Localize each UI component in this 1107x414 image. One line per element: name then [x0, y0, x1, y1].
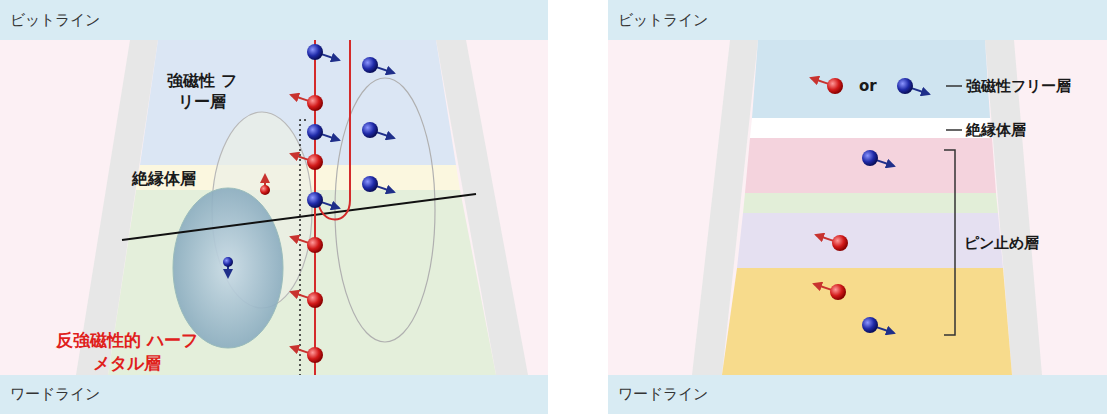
layer-label: 反強磁性的 ハーフメタル層 [52, 327, 202, 377]
spin-down-electron [362, 176, 378, 192]
band-label: ビットライン [10, 11, 100, 30]
spin-arrow [291, 154, 309, 160]
layer-name: 強磁性 フリー層 [162, 71, 242, 113]
spin-down-electron [307, 124, 323, 140]
layer-name: 反強磁性的 ハーフメタル層 [54, 329, 200, 375]
spin-arrow [814, 284, 832, 290]
leader-line [946, 129, 962, 131]
leader-line [946, 85, 962, 87]
spin-up-electron [830, 284, 846, 300]
layer-name: 強磁性フリー層 [966, 77, 1071, 96]
pinned-layer [737, 213, 1003, 268]
spin-arrow [291, 347, 309, 353]
spin-up-electron [307, 95, 323, 111]
or-label: or [859, 77, 877, 95]
spin-down-electron [862, 317, 878, 333]
spacer-layer [743, 193, 998, 213]
spin-down-electron [307, 192, 323, 208]
spin-arrow [876, 327, 894, 333]
spin-arrow [376, 132, 394, 138]
spin-arrow [321, 54, 339, 60]
spin-arrow [291, 292, 309, 298]
band-ellipse [173, 188, 283, 348]
spin-down-electron [862, 150, 878, 166]
spin-arrow [876, 160, 894, 166]
pinned-layer [745, 138, 996, 193]
spin-up-electron [260, 185, 270, 195]
panel-ground [608, 0, 1107, 414]
spin-arrow [291, 95, 309, 101]
layer-label: 強磁性 フリー層 [160, 69, 244, 115]
word-line-band: ワードライン [0, 375, 548, 414]
spin-up-electron [307, 154, 323, 170]
layer-name: 絶縁体層 [966, 121, 1026, 140]
spin-down-electron [223, 257, 233, 267]
spin-up-electron [307, 237, 323, 253]
spin-arrow [376, 67, 394, 73]
bit-line-band: ビットライン [608, 0, 1107, 40]
spin-down-electron [362, 122, 378, 138]
spin-arrow [291, 237, 309, 243]
spin-arrow [911, 88, 929, 94]
spin-up-electron [827, 78, 843, 94]
spin-up-electron [307, 347, 323, 363]
spin-down-electron [897, 78, 913, 94]
spin-arrow [816, 235, 834, 241]
spin-up-electron [832, 235, 848, 251]
spin-arrow [321, 134, 339, 140]
fermi-level [122, 194, 476, 240]
spin-arrow [321, 202, 339, 208]
layer-label: 絶縁体層 [130, 167, 220, 192]
word-line-band: ワードライン [608, 375, 1107, 414]
pinned-layer [722, 268, 1012, 375]
insulator-layer [750, 118, 992, 138]
spin-arrow [811, 78, 829, 84]
band-label: ワードライン [618, 385, 708, 404]
spin-arrow [376, 186, 394, 192]
panel-ground [0, 0, 548, 414]
layer-name: 絶縁体層 [132, 169, 218, 190]
bracket [944, 150, 955, 335]
layer-name: ピン止め層 [964, 234, 1039, 253]
spin-up-electron [307, 292, 323, 308]
spin-down-electron [307, 44, 323, 60]
band-label: ワードライン [10, 385, 100, 404]
band-label: ビットライン [618, 11, 708, 30]
spin-down-electron [362, 57, 378, 73]
free-layer [752, 40, 990, 118]
bit-line-band: ビットライン [0, 0, 548, 40]
